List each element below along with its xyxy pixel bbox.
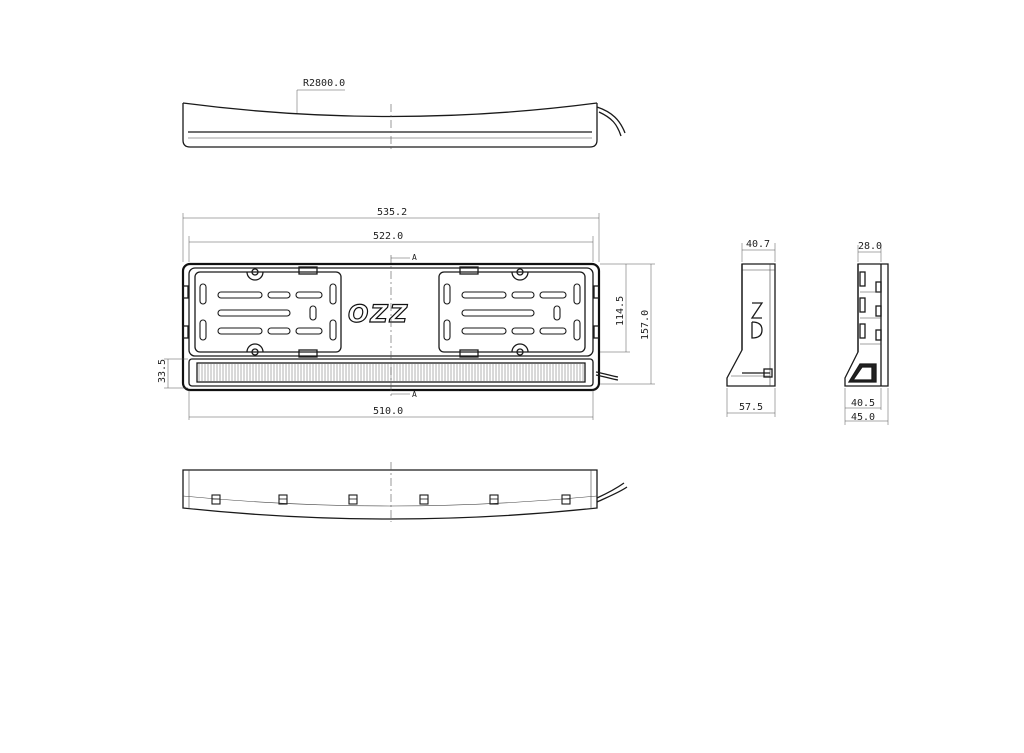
mounting-tab: [211, 494, 221, 505]
section-mark-top: A: [412, 253, 417, 262]
section-view: 28.0 40.5 45.0: [844, 241, 889, 425]
mounting-tab: [561, 494, 571, 505]
mounting-tab: [489, 494, 499, 505]
section-bottom-dimension: 45.0: [851, 412, 875, 423]
mounting-tab: [348, 494, 358, 505]
overall-width-dimension: 535.2: [377, 207, 407, 218]
section-mid-dimension: 40.5: [851, 398, 875, 409]
total-height-dimension: 157.0: [640, 310, 651, 340]
side-bottom-dimension: 57.5: [739, 402, 763, 413]
radius-dimension: R2800.0: [303, 78, 345, 89]
mounting-tabs: [211, 494, 571, 505]
side-view: 40.7 57.5: [726, 239, 776, 417]
plate-height-dimension: 114.5: [615, 296, 626, 326]
front-view: 535.2 522.0 OZZ: [157, 207, 655, 420]
frame-width-dimension: 522.0: [373, 231, 403, 242]
side-top-dimension: 40.7: [746, 239, 770, 250]
mounting-tab: [278, 494, 288, 505]
mounting-tab: [419, 494, 429, 505]
light-height-dimension: 33.5: [157, 359, 168, 383]
light-width-dimension: 510.0: [373, 406, 403, 417]
light-bar-hatch: [198, 364, 584, 381]
top-view: R2800.0: [182, 78, 626, 152]
section-top-dimension: 28.0: [858, 241, 882, 252]
logo-text: OZZ: [348, 300, 409, 328]
section-mark-bottom: A: [412, 390, 417, 399]
bottom-view: [182, 462, 628, 522]
